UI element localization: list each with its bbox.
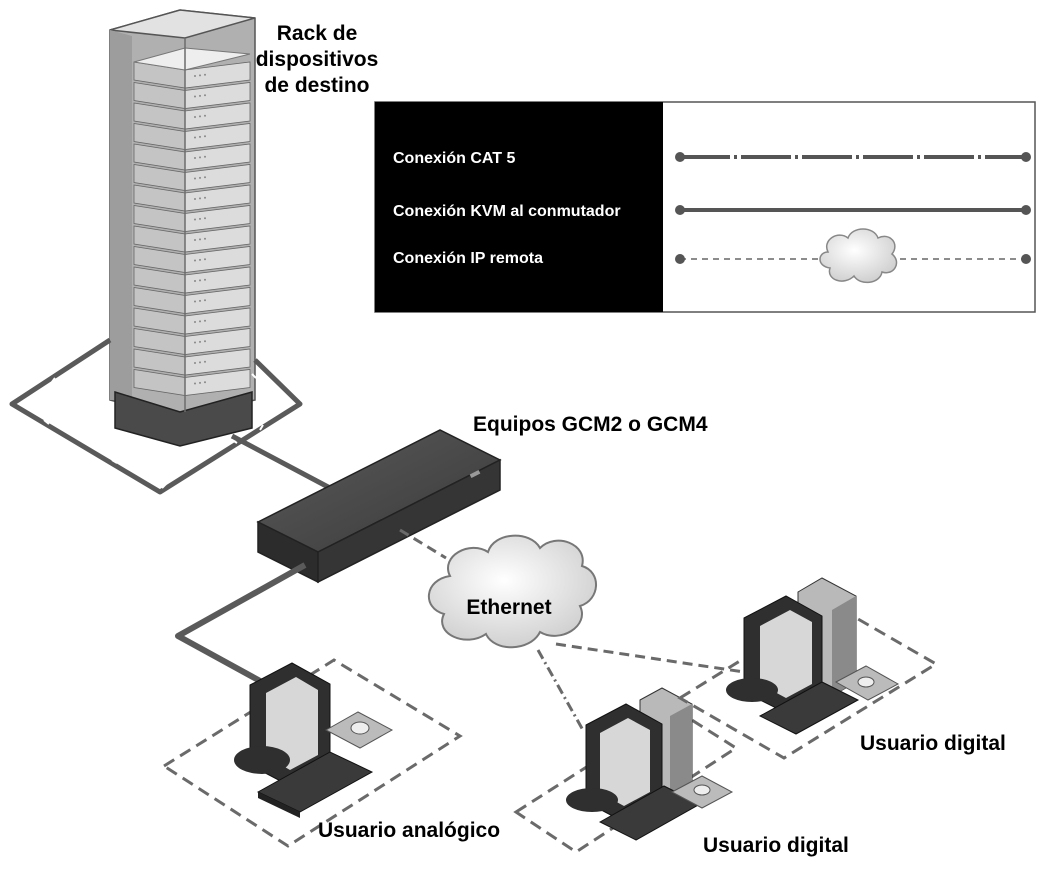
rack-unit-led [194, 177, 196, 180]
rack-unit-led [199, 156, 201, 159]
rack-unit-led [204, 73, 206, 76]
rack-unit-led [194, 198, 196, 200]
rack-unit-led [199, 320, 201, 323]
legend: Conexión CAT 5 Conexión KVM al conmutado… [374, 101, 1036, 313]
digital-user-front-station [513, 687, 739, 854]
rack-unit-led [204, 258, 206, 261]
rack-unit-led [194, 157, 196, 159]
rack-unit-led [199, 115, 201, 118]
ethernet-cloud: Ethernet [427, 534, 597, 649]
analog-user-station [161, 658, 463, 848]
rack-unit-led [204, 278, 206, 281]
rack-unit-led [194, 280, 196, 282]
ip-link-digital-back [555, 642, 745, 674]
device-rack [109, 9, 256, 447]
rack-unit-led [194, 75, 196, 77]
rack-unit-led [204, 94, 206, 97]
rack-unit-led [204, 340, 206, 343]
rack-unit-led [199, 217, 201, 220]
rack-unit-led [199, 258, 201, 261]
rack-unit-led [194, 382, 196, 385]
rack-unit-led [199, 74, 201, 77]
rack-unit-led [199, 299, 201, 302]
legend-line-ip [675, 228, 1031, 284]
legend-label-kvm: Conexión KVM al conmutador [393, 203, 621, 220]
rack-unit-led [194, 116, 196, 118]
rack-unit-led [204, 319, 206, 322]
rack-unit-led [199, 381, 201, 384]
rack-unit-led [199, 361, 201, 364]
rack-unit-led [204, 299, 206, 302]
rack-unit-led [204, 237, 206, 240]
ip-link-switch [399, 528, 447, 560]
switch-label: Equipos GCM2 o GCM4 [473, 413, 708, 436]
digital-user-front-label: Usuario digital [703, 834, 849, 857]
legend-label-cat5: Conexión CAT 5 [393, 150, 515, 167]
rack-label-line1: Rack de [277, 22, 358, 45]
rack-unit-led [194, 218, 196, 221]
legend-line-kvm [675, 205, 1031, 215]
rack-unit-led [199, 238, 201, 241]
legend-line-cat5 [675, 152, 1031, 162]
rack-unit-led [199, 135, 201, 138]
rack-unit-led [194, 300, 196, 303]
ethernet-label: Ethernet [466, 596, 551, 619]
legend-label-ip: Conexión IP remota [393, 250, 543, 267]
rack-unit-led [199, 279, 201, 282]
rack-unit-led [194, 362, 196, 364]
rack-unit-led [204, 381, 206, 384]
rack-unit-led [199, 176, 201, 179]
kvm-cable [175, 562, 307, 685]
rack-unit-led [204, 196, 206, 199]
rack-label-line3: de destino [264, 74, 369, 97]
rack-unit-led [204, 176, 206, 179]
analog-user-label: Usuario analógico [318, 819, 500, 842]
digital-user-back-station [677, 577, 939, 760]
rack-unit-led [204, 155, 206, 158]
legend-cloud-icon [819, 228, 898, 284]
legend-label-panel [375, 102, 663, 312]
rack-unit-led [194, 95, 196, 98]
rack-unit-led [199, 197, 201, 200]
rack-unit-led [199, 94, 201, 97]
rack-unit-led [204, 217, 206, 220]
rack-top-cap [133, 47, 251, 71]
rack-unit-led [194, 321, 196, 323]
rack-unit-led [194, 136, 196, 139]
rack-label-line2: dispositivos [256, 48, 379, 71]
rack-units [133, 47, 251, 396]
rack-unit-led [204, 114, 206, 117]
ip-link-digital-front [536, 649, 586, 733]
rack-unit-led [194, 259, 196, 262]
rack-unit-led [194, 341, 196, 344]
rack-unit-led [204, 135, 206, 138]
rack-unit-led [204, 360, 206, 363]
rack-unit-led [199, 340, 201, 343]
rack-label: Rack de dispositivos de destino [256, 22, 379, 97]
rack-unit-led [194, 239, 196, 241]
digital-user-back-label: Usuario digital [860, 732, 1006, 755]
